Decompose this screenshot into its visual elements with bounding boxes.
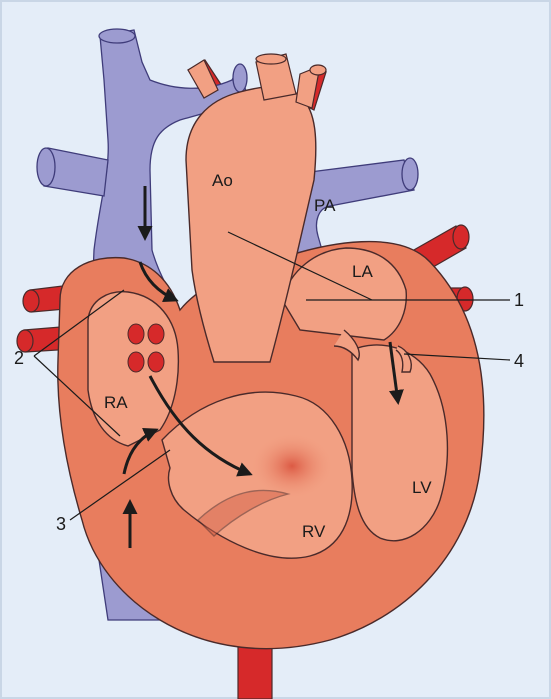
callout-3: 3	[56, 514, 66, 534]
flow-arrow-curve-upper	[138, 261, 179, 302]
left-atrium	[281, 247, 407, 341]
label-left-atrium: LA	[352, 262, 373, 281]
svc-opening	[98, 28, 136, 44]
flow-arrows	[122, 186, 404, 548]
label-aorta: Ao	[212, 171, 233, 190]
atrial-openings	[127, 323, 165, 373]
label-right-ventricle: RV	[302, 522, 326, 541]
flow-arrow-ivc-curve	[122, 428, 159, 475]
label-left-ventricle: LV	[412, 478, 432, 497]
flow-arrow-la-to-lv	[388, 341, 404, 405]
leader-lines	[33, 231, 511, 521]
flow-arrow-ra-to-rv	[148, 375, 253, 477]
callout-2: 2	[14, 348, 24, 368]
label-pulmonary-artery: PA	[314, 196, 336, 215]
left-ventricle	[351, 344, 449, 542]
brachiocephalic-opening	[232, 63, 248, 93]
label-right-atrium: RA	[104, 393, 128, 412]
callout-4: 4	[514, 351, 524, 371]
callout-1: 1	[514, 290, 524, 310]
ascending-aorta	[185, 86, 317, 363]
